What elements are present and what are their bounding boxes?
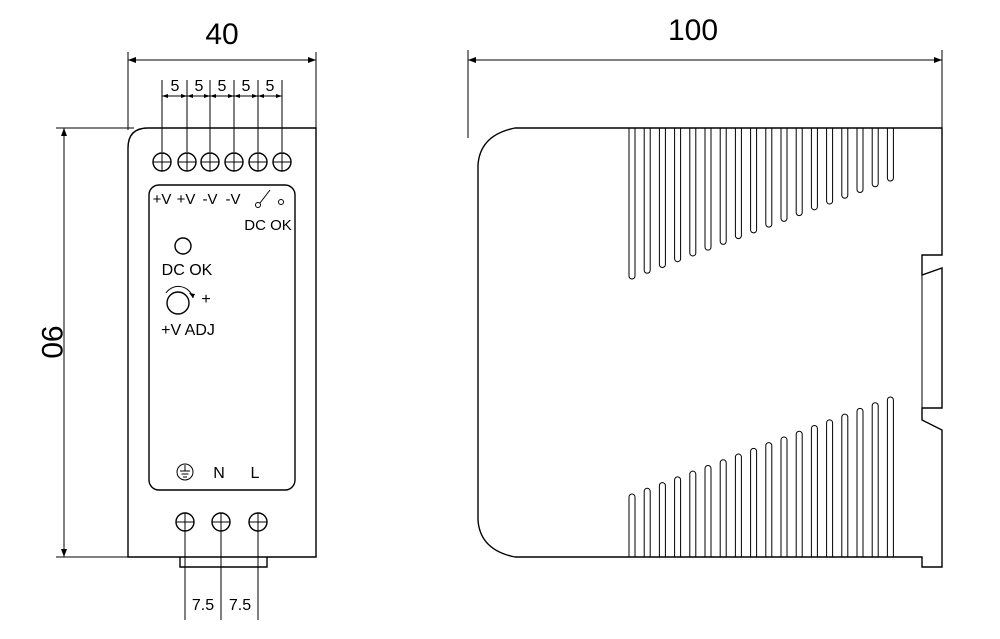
vent-slot [750,128,758,234]
screw-terminal-icon [224,152,244,172]
vents-bottom [628,396,894,557]
output-label-3: -V [203,191,218,208]
screw-terminal-icon [272,152,292,172]
vent-slot [674,476,682,557]
top-pitch-dimension: 5 5 5 5 5 [161,78,283,152]
vent-slot [871,402,879,557]
input-label-l: L [251,465,260,482]
top-terminals [152,152,292,172]
vent-slot [704,465,712,557]
potentiometer-icon [165,285,195,315]
vent-slot [856,407,864,557]
vent-slot [765,442,773,557]
output-label-1: +V [153,191,172,208]
pitch-top-2: 5 [195,78,204,95]
vent-slot [658,128,666,268]
vent-slot [810,425,818,557]
bottom-pitch-dimension: 7.5 7.5 [184,531,259,620]
vent-slot [750,447,758,557]
screw-terminal-icon [152,152,172,172]
label-panel [148,184,296,491]
output-label-2: +V [177,191,196,208]
vent-slot [780,128,788,222]
screw-terminal-icon [248,512,268,532]
vent-slot [871,128,879,188]
screw-terminal-icon [175,512,195,532]
pitch-bottom-2: 7.5 [229,597,251,614]
led-indicator-icon [174,237,192,255]
vent-slot [810,128,818,211]
relay-label: DC OK [244,217,292,234]
bottom-terminals [175,512,268,532]
vent-slot [795,128,803,217]
vent-slot [826,128,834,205]
vent-slot [643,487,651,557]
led-label: DC OK [162,262,213,279]
depth-dim-label: 100 [668,14,718,47]
width-dim-label: 40 [205,18,238,51]
vent-slot [765,128,773,228]
screw-terminal-icon [211,512,231,532]
ground-symbol-icon [176,463,194,481]
screw-terminal-icon [248,152,268,172]
vents-top [628,128,894,280]
front-din-clip [179,557,268,568]
vent-slot [886,396,894,557]
adj-label: +V ADJ [161,322,215,339]
front-view: 40 90 5 5 5 5 5 [35,18,317,620]
height-dimension: 90 [35,127,134,558]
height-dim-label: 90 [35,325,68,358]
screw-terminal-icon [200,152,220,172]
vent-slot [734,453,742,557]
vent-slot [628,493,636,557]
pitch-top-5: 5 [266,78,275,95]
width-dimension: 40 [127,18,317,130]
vent-slot [719,128,727,245]
side-view: 100 [467,14,943,568]
vent-slot [628,128,636,280]
pitch-top-4: 5 [242,78,251,95]
vent-slot [658,482,666,557]
vent-slot [704,128,712,251]
depth-dimension: 100 [467,14,943,138]
pitch-bottom-1: 7.5 [192,597,214,614]
vent-slot [841,128,849,199]
pitch-top-3: 5 [218,78,227,95]
adj-plus-label: + [201,291,210,308]
output-label-4: -V [226,191,241,208]
pitch-top-1: 5 [171,78,180,95]
vent-slot [780,436,788,557]
vent-slot [719,459,727,557]
input-label-n: N [213,465,225,482]
vent-slot [734,128,742,240]
vent-slot [643,128,651,274]
vent-slot [826,419,834,557]
side-housing [477,127,943,568]
vent-slot [886,128,894,182]
vent-slot [856,128,864,193]
screw-terminal-icon [177,152,197,172]
vent-slot [674,128,682,263]
relay-contact-icon [255,189,284,208]
vent-slot [689,128,697,257]
front-housing [127,127,317,558]
vent-slot [795,430,803,557]
vent-slot [689,470,697,557]
vent-slot [841,413,849,557]
